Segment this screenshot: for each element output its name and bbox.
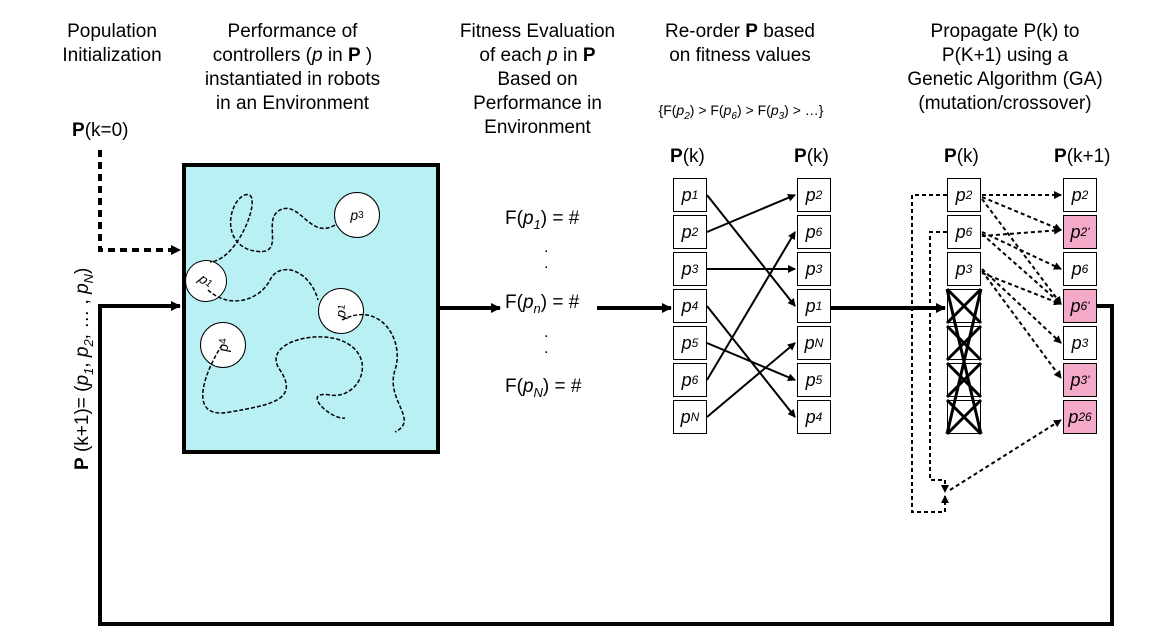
- discarded-marks: [945, 287, 983, 436]
- propagate-label: Propagate P(k) to P(K+1) using a Genetic…: [907, 21, 1103, 114]
- reorder-label: Re-order P based on fitness values: [665, 21, 815, 66]
- col3-header: P(k): [944, 146, 979, 167]
- robot-tracks: [202, 194, 405, 433]
- fitness-pn: F(pn) = #: [505, 292, 580, 316]
- performance-label: Performance of controllers (p in P ) ins…: [204, 21, 381, 114]
- col1-header: P(k): [670, 146, 705, 167]
- fitness-ellipsis-1: ..: [544, 239, 549, 272]
- order-formula: {F(p2) > F(p6) > F(p3) > …}: [658, 102, 824, 122]
- col2-header: P(k): [794, 146, 829, 167]
- initial-arrow: [98, 150, 181, 255]
- fitness-p1: F(p1) = #: [505, 208, 580, 232]
- environment-box: [182, 163, 440, 454]
- fitness-ellipsis-2: ..: [544, 324, 549, 357]
- ga-arrows: [911, 191, 1062, 513]
- fitness-evaluation-label: Fitness Evaluation of each p in P Based …: [459, 21, 616, 138]
- col4-header: P(k+1): [1054, 146, 1111, 167]
- reorder-arrows: [706, 194, 796, 418]
- fitness-pN: F(pN) = #: [505, 376, 582, 400]
- feedback-loop: [98, 301, 1114, 626]
- initial-population-label: P(k=0): [72, 120, 129, 141]
